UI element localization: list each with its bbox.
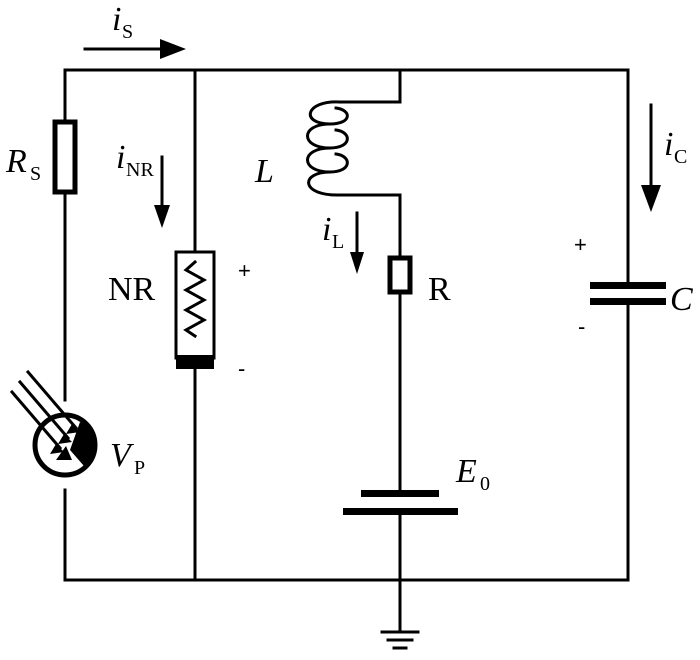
nonlinear-resistor: [174, 250, 216, 369]
is-label-main: i: [112, 1, 121, 38]
wires: [63, 68, 630, 634]
r-label: R: [428, 271, 451, 308]
ic-label-sub: C: [674, 146, 687, 168]
is-arrow-head: [160, 39, 186, 59]
nr-plus-sign: +: [238, 258, 251, 283]
light-ray-1: [9, 389, 63, 451]
c-minus-sign: -: [578, 314, 585, 339]
r-resistor: [387, 255, 413, 295]
inr-label-main: i: [116, 139, 125, 176]
vp-label-main: V: [110, 437, 135, 474]
ground-symbol: [380, 630, 420, 650]
inr-label-sub: NR: [126, 159, 154, 181]
inr-arrow-head: [154, 205, 170, 228]
capacitor-c: [590, 282, 666, 305]
ic-label-main: i: [664, 126, 673, 163]
rs-label-sub: S: [30, 163, 41, 185]
nr-minus-sign: -: [238, 356, 245, 381]
labels: i S R S i NR NR + - L i L R i C + - C V …: [5, 1, 693, 495]
is-label-sub: S: [122, 21, 133, 43]
e0-label-main: E: [455, 453, 477, 490]
rs-label-main: R: [5, 143, 27, 180]
inductor-label: L: [254, 153, 274, 190]
light-ray-2: [17, 379, 71, 441]
c-plus-sign: +: [574, 232, 587, 257]
e0-label-sub: 0: [480, 473, 490, 495]
current-arrows: [83, 39, 661, 274]
il-label-main: i: [322, 211, 331, 248]
ic-arrow-head: [641, 185, 661, 212]
nr-zigzag: [182, 259, 208, 339]
nr-bar: [176, 355, 214, 369]
inductor-coil: [306, 100, 349, 197]
il-label-sub: L: [332, 231, 344, 253]
capacitor-label: C: [670, 281, 693, 318]
il-arrow-head: [350, 252, 364, 274]
nr-label: NR: [108, 271, 156, 308]
light-ray-3: [25, 369, 79, 431]
vp-label-sub: P: [134, 457, 145, 479]
battery-e0: [343, 490, 458, 515]
photodiode-vp: [9, 369, 98, 478]
rs-resistor: [52, 119, 78, 195]
